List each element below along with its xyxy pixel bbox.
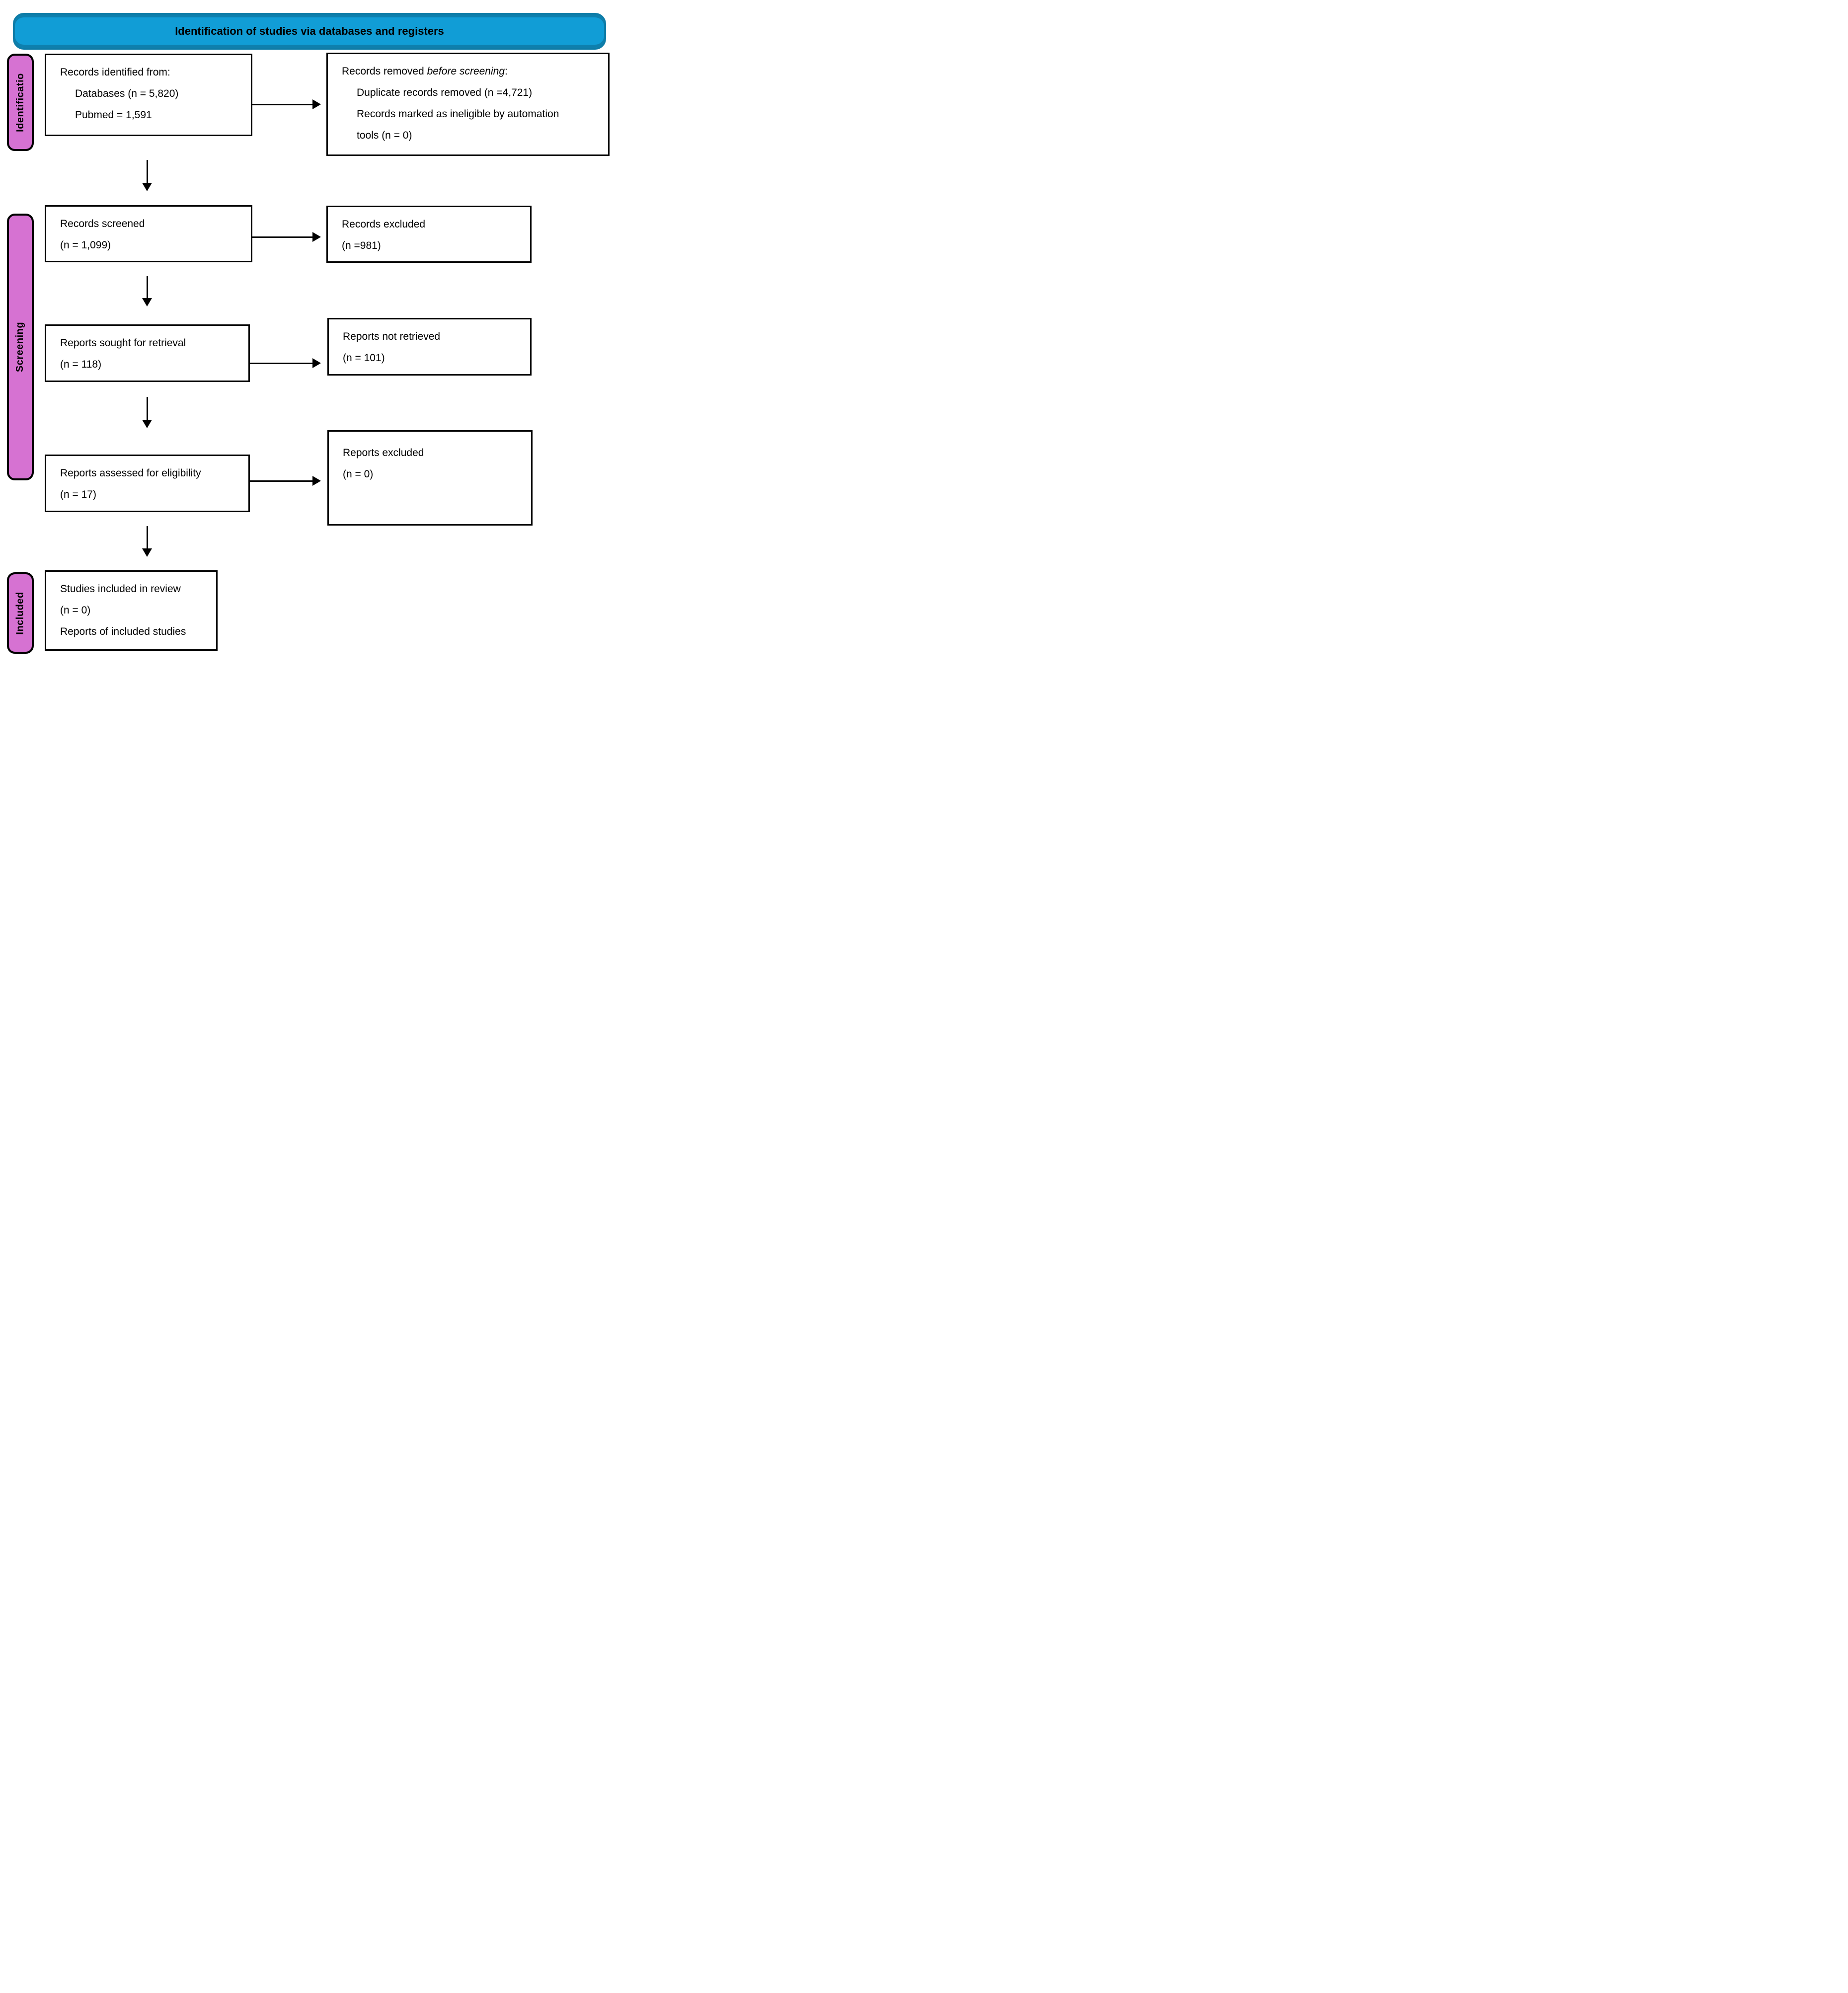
arrow-identified-to-screened-line	[147, 160, 148, 183]
reports-of-included-studies: Reports of included studies	[60, 626, 186, 637]
stage-label-included: Included	[7, 572, 34, 654]
arrow-screened-to-sought-line	[147, 276, 148, 298]
records-screened-count: (n = 1,099)	[60, 239, 111, 251]
box-studies-included: Studies included in review (n = 0) Repor…	[45, 570, 218, 651]
arrow-screened-to-excluded-head-icon	[312, 232, 321, 242]
arrow-sought-to-not-retrieved-line	[250, 363, 312, 364]
duplicates-removed-line: Duplicate records removed (n =4,721)	[357, 87, 533, 98]
prisma-flow-diagram: Identification of studies via databases …	[0, 0, 616, 664]
reports-assessed-heading: Reports assessed for eligibility	[60, 467, 201, 479]
reports-excluded-heading: Reports excluded	[343, 447, 424, 459]
arrow-sought-to-assessed-head-icon	[142, 420, 152, 428]
stage-label-identification: Identificatio	[7, 54, 34, 151]
reports-not-retrieved-count: (n = 101)	[343, 352, 385, 364]
records-removed-heading: Records removed before screening:	[342, 66, 508, 77]
studies-included-count: (n = 0)	[60, 605, 91, 616]
arrow-identified-to-removed-line	[252, 104, 312, 105]
box-records-removed: Records removed before screening: Duplic…	[326, 53, 610, 156]
box-reports-not-retrieved: Reports not retrieved (n = 101)	[327, 318, 532, 376]
records-identified-heading: Records identified from:	[60, 67, 170, 78]
arrow-screened-to-sought-head-icon	[142, 298, 152, 307]
stage-label-screening: Screening	[7, 214, 34, 480]
reports-sought-heading: Reports sought for retrieval	[60, 337, 186, 349]
before-screening-italic: before screening	[427, 66, 505, 77]
reports-excluded-count: (n = 0)	[343, 468, 374, 480]
stage-label-identification-text: Identificatio	[14, 73, 26, 132]
stage-label-included-text: Included	[14, 591, 26, 635]
records-screened-heading: Records screened	[60, 218, 145, 230]
arrow-screened-to-excluded-line	[252, 236, 312, 238]
records-identified-databases: Databases (n = 5,820)	[75, 88, 179, 99]
arrow-identified-to-removed-head-icon	[312, 99, 321, 109]
studies-included-heading: Studies included in review	[60, 583, 181, 595]
box-reports-sought: Reports sought for retrieval (n = 118)	[45, 324, 250, 382]
arrow-sought-to-not-retrieved-head-icon	[312, 358, 321, 368]
box-records-identified: Records identified from: Databases (n = …	[45, 54, 252, 136]
arrow-sought-to-assessed-line	[147, 397, 148, 420]
title-banner: Identification of studies via databases …	[13, 13, 606, 50]
records-identified-pubmed: Pubmed = 1,591	[75, 109, 152, 121]
reports-sought-count: (n = 118)	[60, 359, 102, 370]
arrow-assessed-to-included-line	[147, 526, 148, 548]
records-excluded-count: (n =981)	[342, 240, 381, 251]
automation-ineligible-wrap-line: tools (n = 0)	[357, 130, 412, 141]
arrow-assessed-to-excluded-head-icon	[312, 476, 321, 486]
stage-label-screening-text: Screening	[14, 321, 26, 373]
box-records-screened: Records screened (n = 1,099)	[45, 205, 252, 262]
arrow-assessed-to-included-head-icon	[142, 548, 152, 557]
records-excluded-heading: Records excluded	[342, 219, 426, 230]
reports-assessed-count: (n = 17)	[60, 489, 96, 500]
arrow-assessed-to-excluded-line	[250, 480, 312, 482]
box-reports-excluded: Reports excluded (n = 0)	[327, 430, 533, 526]
arrow-identified-to-screened-head-icon	[142, 183, 152, 191]
box-reports-assessed: Reports assessed for eligibility (n = 17…	[45, 455, 250, 512]
diagram-title: Identification of studies via databases …	[175, 25, 444, 37]
reports-not-retrieved-heading: Reports not retrieved	[343, 331, 441, 342]
automation-ineligible-line: Records marked as ineligible by automati…	[357, 108, 559, 120]
box-records-excluded: Records excluded (n =981)	[326, 206, 532, 263]
